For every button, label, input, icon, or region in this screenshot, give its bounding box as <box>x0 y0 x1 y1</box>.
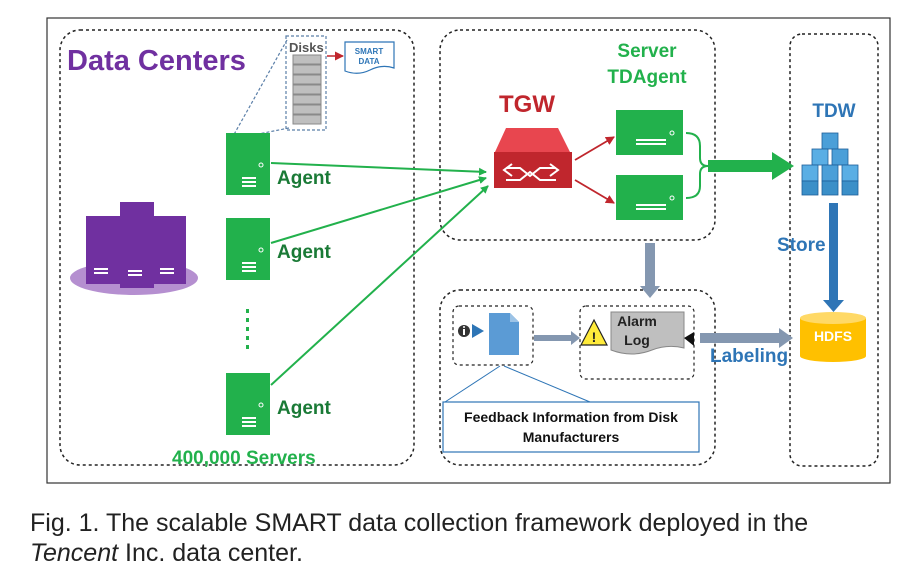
hdfs-label: HDFS <box>814 328 852 344</box>
feedback-info-box <box>442 401 700 453</box>
tgw-gateway-icon <box>494 128 572 188</box>
agent-label: Agent <box>277 168 332 189</box>
caption-suffix: Inc. data center. <box>118 539 303 567</box>
tdagent-to-tdw-arrow <box>708 152 794 180</box>
tgw-label: TGW <box>499 91 555 118</box>
outer-frame <box>46 17 891 484</box>
alarm-log-pointer <box>684 332 694 346</box>
store-arrow <box>829 203 838 303</box>
labeling-label: Labeling <box>710 346 788 367</box>
data-centers-box <box>59 29 415 466</box>
svg-text:!: ! <box>592 329 597 345</box>
store-label: Store <box>777 235 826 256</box>
doc-to-alarm-arrow-head <box>571 331 580 345</box>
feedback-leader-line <box>444 365 501 403</box>
agent-label: Agent <box>277 242 332 263</box>
disks-label: Disks <box>289 40 324 55</box>
more-servers-ellipsis <box>246 309 249 349</box>
server-group-brace <box>685 132 709 199</box>
tdagent-server-icon <box>616 110 683 155</box>
hdfs-database-icon <box>800 312 866 362</box>
tdw-box <box>789 33 879 467</box>
tgw-to-alarm-arrow-head <box>640 286 660 298</box>
tgw-box <box>439 29 716 241</box>
alarm-log-label: Alarm <box>617 313 657 329</box>
tdw-label: TDW <box>812 101 855 122</box>
agent-to-tgw-arrow <box>270 185 489 386</box>
feedback-info-label: Feedback Information from Disk <box>464 409 678 425</box>
alarm-log-box <box>579 305 695 380</box>
smart-data-label: DATA <box>358 57 379 66</box>
disks-icon <box>285 35 327 131</box>
feedback-leader-line <box>503 365 591 403</box>
figure-caption: Fig. 1. The scalable SMART data collecti… <box>30 508 910 568</box>
tgw-to-server-arrow <box>574 136 615 161</box>
tgw-to-server-arrow <box>574 179 615 204</box>
agent-to-tgw-arrow <box>270 162 487 176</box>
server-tdagent-label: Server <box>617 41 677 62</box>
document-icon <box>489 313 519 355</box>
labeling-arrow-head <box>779 328 793 348</box>
tdw-cubes-icon <box>801 132 859 196</box>
agent-server-icon <box>226 133 270 195</box>
server-tdagent-label: TDAgent <box>607 67 687 88</box>
agent-to-tgw-arrow <box>270 176 487 244</box>
agent-server-icon <box>226 218 270 280</box>
caption-company: Tencent <box>30 539 119 567</box>
tdagent-server-icon <box>616 175 683 220</box>
document-icon-fold <box>510 313 519 322</box>
agent-label: Agent <box>277 398 332 419</box>
alarm-log-label: Log <box>624 332 650 348</box>
tgw-to-alarm-arrow <box>645 243 655 287</box>
labeling-arrow <box>700 333 780 343</box>
smart-data-icon <box>344 41 395 74</box>
data-centers-title: Data Centers <box>67 45 246 77</box>
warning-icon: ! <box>580 318 608 346</box>
disk-leader-line <box>231 39 288 139</box>
feedback-info-label: Manufacturers <box>523 429 620 445</box>
data-center-cluster-icon <box>70 202 198 295</box>
agent-server-icon <box>226 373 270 435</box>
store-arrow-head <box>823 300 844 312</box>
feedback-doc-box <box>452 305 534 366</box>
caption-prefix: Fig. 1. The scalable SMART data collecti… <box>30 509 809 537</box>
feedback-input-arrow-icon <box>472 324 484 338</box>
alarm-log-icon <box>610 311 685 355</box>
info-icon <box>458 325 470 337</box>
doc-to-alarm-arrow <box>534 335 572 341</box>
servers-count-label: 400,000 Servers <box>172 448 316 469</box>
smart-data-label: SMART <box>355 47 384 56</box>
